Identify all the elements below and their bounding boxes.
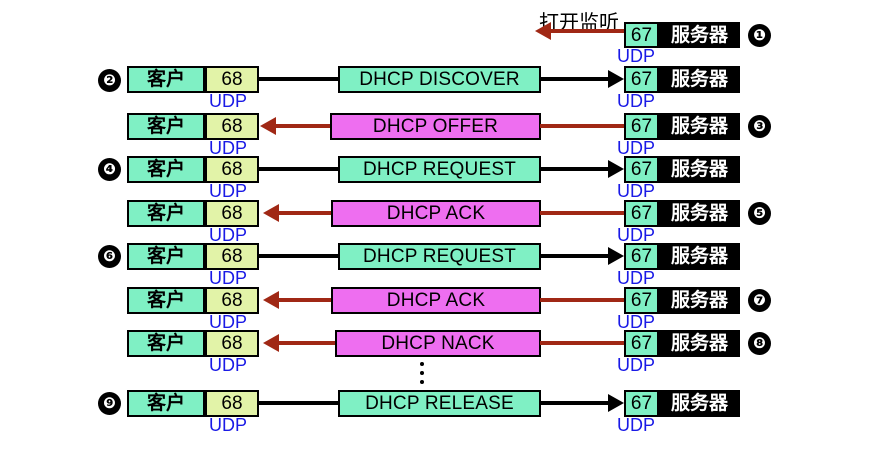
row6-server-udp-label: UDP [617, 268, 656, 288]
row3-client-box: 客户 [127, 113, 205, 140]
row5-server-box: 服务器 [659, 200, 740, 227]
row2-client-udp-label: UDP [209, 91, 248, 111]
row8-client-udp-label: UDP [209, 355, 248, 375]
row6-client-udp-label: UDP [209, 268, 248, 288]
row8-connector-line-left [279, 341, 337, 345]
row7-arrow-left-icon [263, 291, 279, 309]
step-badge-8: ❽ [748, 332, 771, 355]
row5-connector-line-left [279, 211, 333, 215]
row3-client-port-box: 68 [205, 113, 259, 140]
row6-connector-line-right [540, 254, 613, 258]
row8-client-box: 客户 [127, 330, 205, 357]
row3-server-port-box: 67 [624, 113, 659, 140]
row8-message-box: DHCP NACK [335, 330, 541, 357]
row9-message-box: DHCP RELEASE [338, 390, 541, 417]
row2-server-port-box: 67 [624, 66, 659, 93]
row2-server-box: 服务器 [659, 66, 740, 93]
row3-server-udp-label: UDP [617, 138, 656, 158]
row8-client-port-box: 68 [205, 330, 259, 357]
row2-client-port-box: 68 [205, 66, 259, 93]
row4-message-box: DHCP REQUEST [338, 156, 541, 183]
row9-connector-line-left [259, 401, 340, 405]
row7-message-box: DHCP ACK [331, 287, 541, 314]
row5-arrow-left-icon [263, 204, 279, 222]
row5-server-udp-label: UDP [617, 225, 656, 245]
row5-server-port-box: 67 [624, 200, 659, 227]
row1-server-udp-label: UDP [617, 46, 656, 66]
row4-server-port-box: 67 [624, 156, 659, 183]
row4-client-port-box: 68 [205, 156, 259, 183]
row5-client-udp-label: UDP [209, 225, 248, 245]
row3-client-udp-label: UDP [209, 138, 248, 158]
row4-arrow-right-icon [608, 160, 624, 178]
row6-server-port-box: 67 [624, 243, 659, 270]
row7-server-port-box: 67 [624, 287, 659, 314]
step-badge-1: ❶ [748, 24, 771, 47]
row9-client-box: 客户 [127, 390, 205, 417]
step-badge-5: ❺ [748, 202, 771, 225]
row9-server-port-box: 67 [624, 390, 659, 417]
row3-connector-line-right [540, 124, 625, 128]
row7-client-box: 客户 [127, 287, 205, 314]
row1-arrow-left-icon [535, 22, 551, 40]
row7-client-port-box: 68 [205, 287, 259, 314]
step-badge-2: ❷ [98, 69, 121, 92]
row6-message-box: DHCP REQUEST [338, 243, 541, 270]
row9-server-udp-label: UDP [617, 415, 656, 435]
step-badge-6: ❻ [98, 245, 121, 268]
row2-message-box: DHCP DISCOVER [338, 66, 541, 93]
row1-server-port-box: 67 [624, 22, 659, 48]
row5-client-box: 客户 [127, 200, 205, 227]
row8-server-udp-label: UDP [617, 355, 656, 375]
row5-client-port-box: 68 [205, 200, 259, 227]
row8-server-box: 服务器 [659, 330, 740, 357]
row4-connector-line-left [259, 167, 340, 171]
row6-server-box: 服务器 [659, 243, 740, 270]
row6-client-port-box: 68 [205, 243, 259, 270]
row4-connector-line-right [540, 167, 613, 171]
row4-client-box: 客户 [127, 156, 205, 183]
row8-arrow-left-icon [263, 334, 279, 352]
row2-connector-line-right [540, 77, 613, 81]
row6-connector-line-left [259, 254, 340, 258]
row5-connector-line-right [540, 211, 625, 215]
row2-connector-line-left [259, 77, 340, 81]
continuation-ellipsis [420, 362, 424, 384]
row3-message-box: DHCP OFFER [330, 113, 541, 140]
row3-arrow-left-icon [260, 117, 276, 135]
row9-client-port-box: 68 [205, 390, 259, 417]
row5-message-box: DHCP ACK [331, 200, 541, 227]
row3-connector-line-left [276, 124, 332, 128]
step-badge-4: ❹ [98, 158, 121, 181]
row7-connector-line-left [279, 298, 333, 302]
step-badge-7: ❼ [748, 289, 771, 312]
row7-server-udp-label: UDP [617, 312, 656, 332]
row2-arrow-right-icon [608, 70, 624, 88]
row7-connector-line-right [540, 298, 625, 302]
row6-client-box: 客户 [127, 243, 205, 270]
row3-server-box: 服务器 [659, 113, 740, 140]
row1-connector-line [551, 29, 625, 33]
row7-client-udp-label: UDP [209, 312, 248, 332]
step-badge-3: ❸ [748, 115, 771, 138]
row7-server-box: 服务器 [659, 287, 740, 314]
row4-server-box: 服务器 [659, 156, 740, 183]
row8-server-port-box: 67 [624, 330, 659, 357]
step-badge-9: ❾ [98, 392, 121, 415]
row9-connector-line-right [540, 401, 613, 405]
row9-client-udp-label: UDP [209, 415, 248, 435]
row2-client-box: 客户 [127, 66, 205, 93]
row4-client-udp-label: UDP [209, 181, 248, 201]
row4-server-udp-label: UDP [617, 181, 656, 201]
row2-server-udp-label: UDP [617, 91, 656, 111]
open-listen-note: 打开监听 [539, 12, 619, 34]
row9-arrow-right-icon [608, 394, 624, 412]
row1-server-box: 服务器 [659, 22, 740, 48]
row8-connector-line-right [540, 341, 625, 345]
row9-server-box: 服务器 [659, 390, 740, 417]
row6-arrow-right-icon [608, 247, 624, 265]
